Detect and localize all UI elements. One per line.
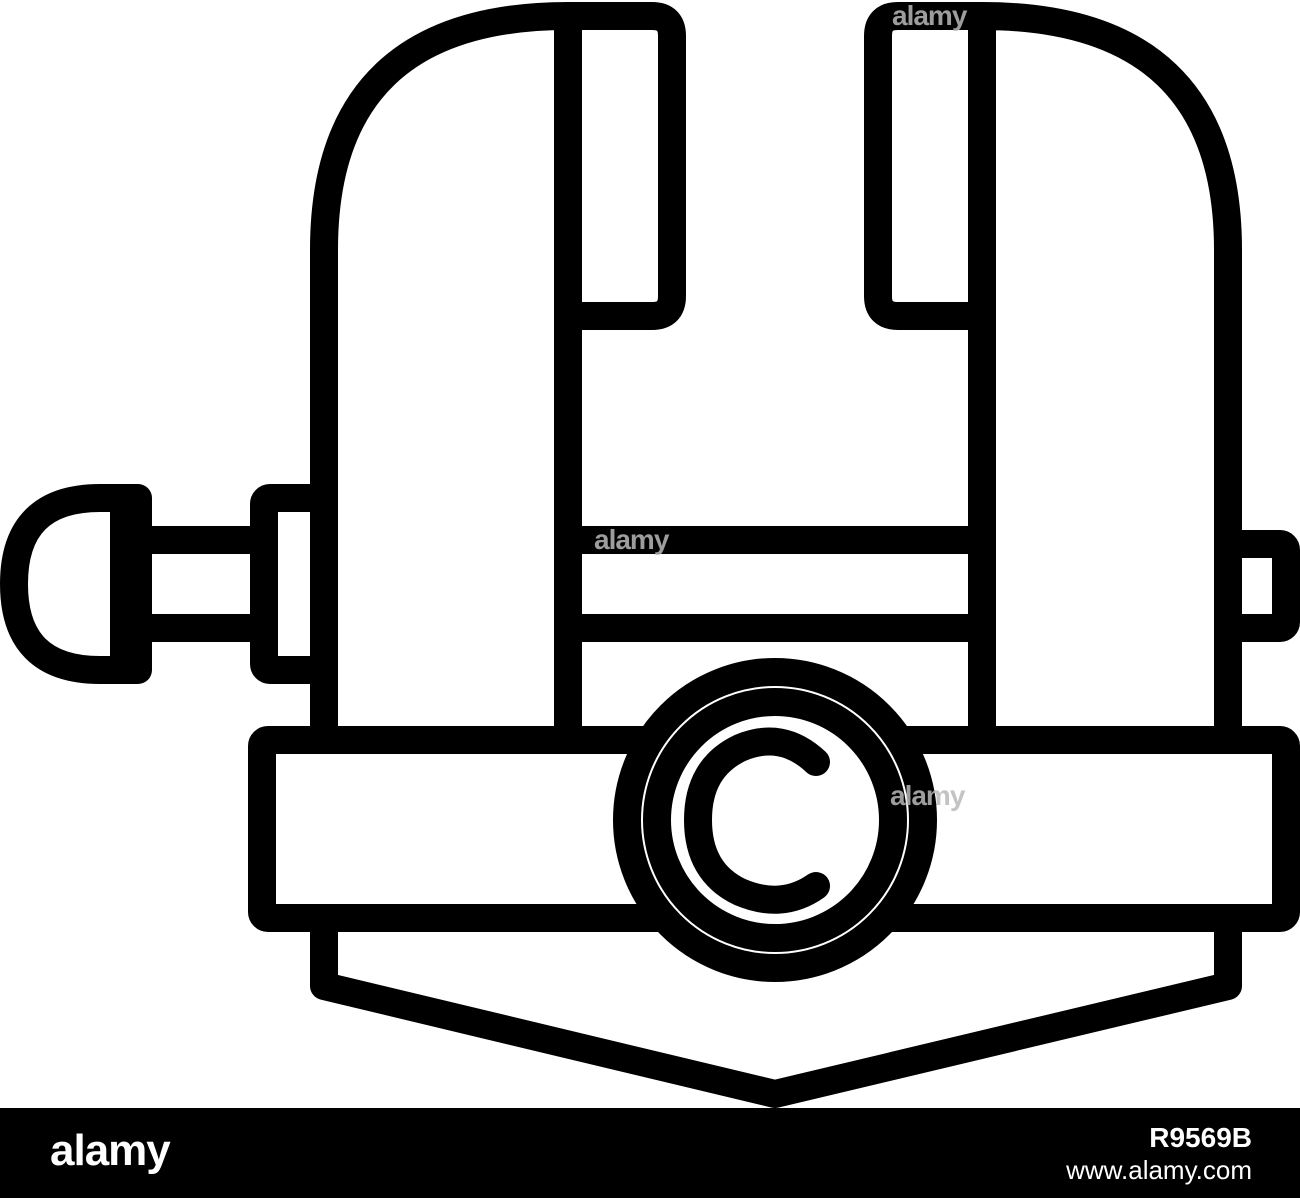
watermark-text: alamy xyxy=(594,524,669,555)
screw-shaft-shape xyxy=(124,526,278,642)
emblem-c-shape xyxy=(684,727,830,914)
handle-knob-shape xyxy=(0,484,152,684)
bench-vise-icon: C xyxy=(0,0,1300,1108)
watermark-text: alamy xyxy=(892,0,967,31)
handle-collar-shape xyxy=(250,484,338,684)
footer-info: R9569B www.alamy.com xyxy=(1066,1122,1252,1186)
footer-bar: alamy R9569B www.alamy.com xyxy=(0,1108,1300,1198)
right-jaw-shape xyxy=(968,2,1242,754)
footer-brand-logo: alamy xyxy=(50,1126,171,1175)
watermark-text: alamy xyxy=(890,780,965,811)
right-jaw-plate-shape xyxy=(864,2,996,330)
left-jaw-plate-shape xyxy=(554,2,686,330)
image-id: R9569B xyxy=(1149,1122,1252,1153)
left-jaw-shape xyxy=(310,2,582,754)
image-stage: C alamy alamy alamy xyxy=(0,0,1300,1108)
footer-url: www.alamy.com xyxy=(1066,1155,1252,1185)
emblem-letter: C xyxy=(0,0,1,1)
